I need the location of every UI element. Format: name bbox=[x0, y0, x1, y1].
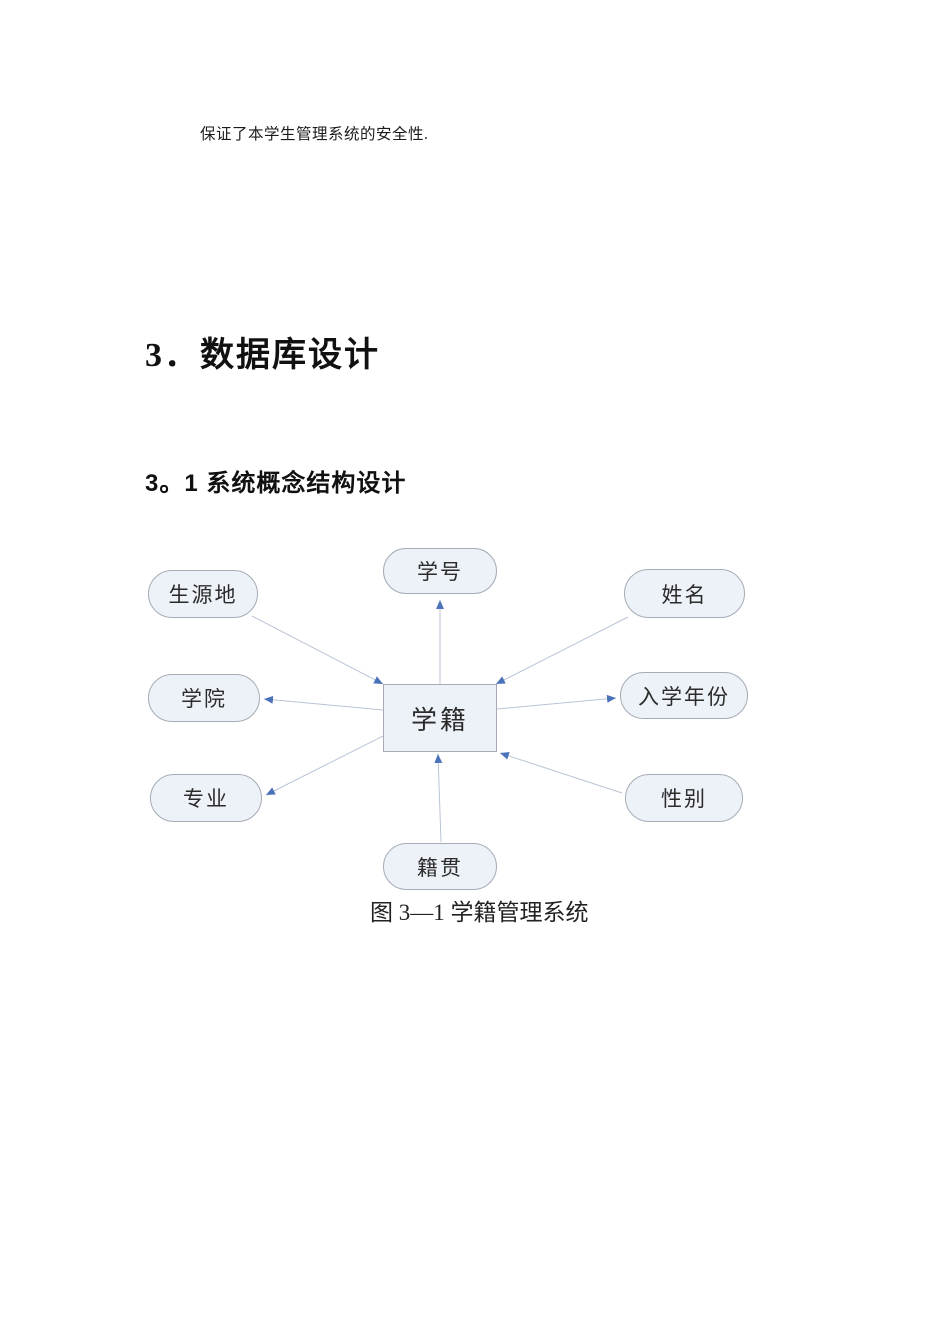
attribute-label: 学号 bbox=[417, 560, 463, 584]
attribute-label: 生源地 bbox=[168, 583, 238, 607]
attribute-node-zhuanye: 专业 bbox=[150, 774, 262, 822]
connector-jiguan-to-entity bbox=[434, 753, 443, 843]
attribute-node-xueyuan: 学院 bbox=[148, 674, 260, 722]
attribute-node-xuehao: 学号 bbox=[383, 548, 497, 594]
attribute-node-xingming: 姓名 bbox=[624, 569, 745, 618]
attribute-label: 籍贯 bbox=[417, 855, 463, 880]
attribute-label: 姓名 bbox=[661, 582, 708, 607]
attribute-label: 性别 bbox=[661, 787, 707, 811]
connector-xingming-to-entity bbox=[495, 616, 629, 685]
attribute-node-xingbie: 性别 bbox=[625, 774, 743, 822]
section-heading: 3．数据库设计 bbox=[145, 337, 380, 374]
entity-node-xueji: 学籍 bbox=[383, 684, 497, 752]
connector-shengyuandi-to-entity bbox=[251, 615, 384, 685]
attribute-label: 专业 bbox=[183, 787, 229, 811]
connector-xingbie-to-entity bbox=[499, 752, 623, 794]
attribute-node-jiguan: 籍贯 bbox=[383, 843, 497, 890]
subsection-heading: 3。1 系统概念结构设计 bbox=[145, 470, 407, 497]
figure-caption: 图 3—1 学籍管理系统 bbox=[370, 900, 589, 925]
connector-entity-to-xueyuan bbox=[263, 695, 384, 711]
body-paragraph: 保证了本学生管理系统的安全性. bbox=[200, 126, 429, 143]
attribute-label: 入学年份 bbox=[638, 684, 730, 709]
attribute-node-shengyuandi: 生源地 bbox=[148, 570, 258, 618]
connector-entity-to-ruxuenianfen bbox=[496, 694, 617, 710]
connector-entity-to-zhuanye bbox=[265, 735, 384, 796]
attribute-label: 学院 bbox=[181, 687, 227, 711]
entity-label: 学籍 bbox=[410, 705, 469, 735]
attribute-node-ruxuenianfen: 入学年份 bbox=[620, 672, 748, 719]
